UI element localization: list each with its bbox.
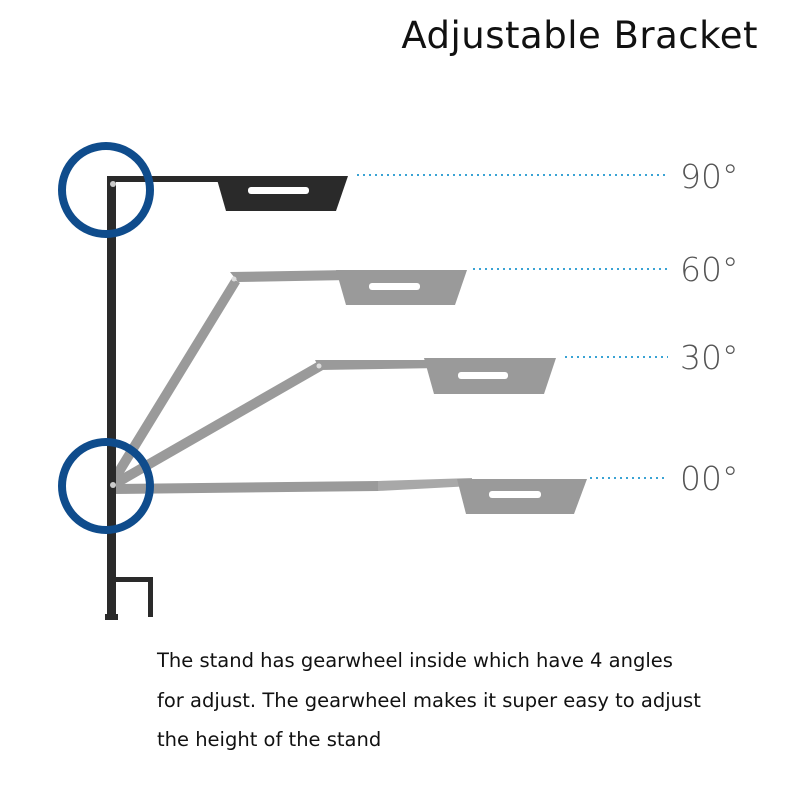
pivot-dot-bottom xyxy=(110,482,116,488)
angle-label-90: 90° xyxy=(680,157,739,196)
pivot-dot-arm-30 xyxy=(316,363,322,369)
vertical-stand xyxy=(105,176,153,620)
diagram-title: Adjustable Bracket xyxy=(401,14,758,57)
arm-position-90 xyxy=(107,176,348,211)
pivot-dot-arm-60 xyxy=(231,276,237,282)
arm-position-00 xyxy=(112,478,587,514)
angle-label-30: 30° xyxy=(680,338,739,377)
caption-line: the height of the stand xyxy=(157,728,382,751)
arm-position-30 xyxy=(108,358,556,490)
highlight-ring-top xyxy=(58,142,154,238)
description-caption: The stand has gearwheel inside which hav… xyxy=(157,641,777,760)
arm-position-60 xyxy=(108,270,467,486)
angle-label-60: 60° xyxy=(680,250,739,289)
highlight-ring-bottom xyxy=(58,438,154,534)
caption-line: for adjust. The gearwheel makes it super… xyxy=(157,688,701,712)
caption-line: The stand has gearwheel inside which hav… xyxy=(157,649,673,672)
pivot-dot-top xyxy=(110,181,116,187)
angle-label-00: 00° xyxy=(680,459,739,498)
